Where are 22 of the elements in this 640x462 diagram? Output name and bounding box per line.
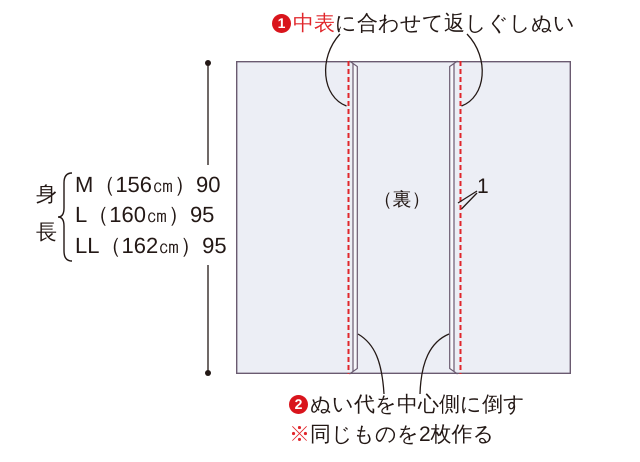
stitch-line [346,61,350,374]
callout-number: 2 [289,395,308,414]
size-row: L（160㎝）95 [75,204,214,226]
leader-line [461,34,483,107]
side-label: （裏） [374,190,430,210]
dimension-label: 身長 [36,182,57,246]
seam-allowance [349,61,358,374]
size-row: M（156㎝）90 [75,174,221,196]
seam-allowance [449,61,458,374]
instruction-text: ぬい代を中心側に倒す [310,394,525,415]
leader-line [325,34,347,107]
leader-line [419,333,450,394]
note-text: ※同じものを2枚作る [289,424,495,445]
leader-line [358,333,385,394]
size-row: LL（162㎝）95 [75,235,227,257]
instruction-text: 中表に合わせて返しぐしぬい [293,13,575,34]
stitch-line [458,61,462,374]
part-number: 1 [477,176,489,197]
leader-line [458,190,478,204]
fabric-panel [236,61,571,374]
callout-number: 1 [272,14,291,33]
leader-line [461,192,478,210]
